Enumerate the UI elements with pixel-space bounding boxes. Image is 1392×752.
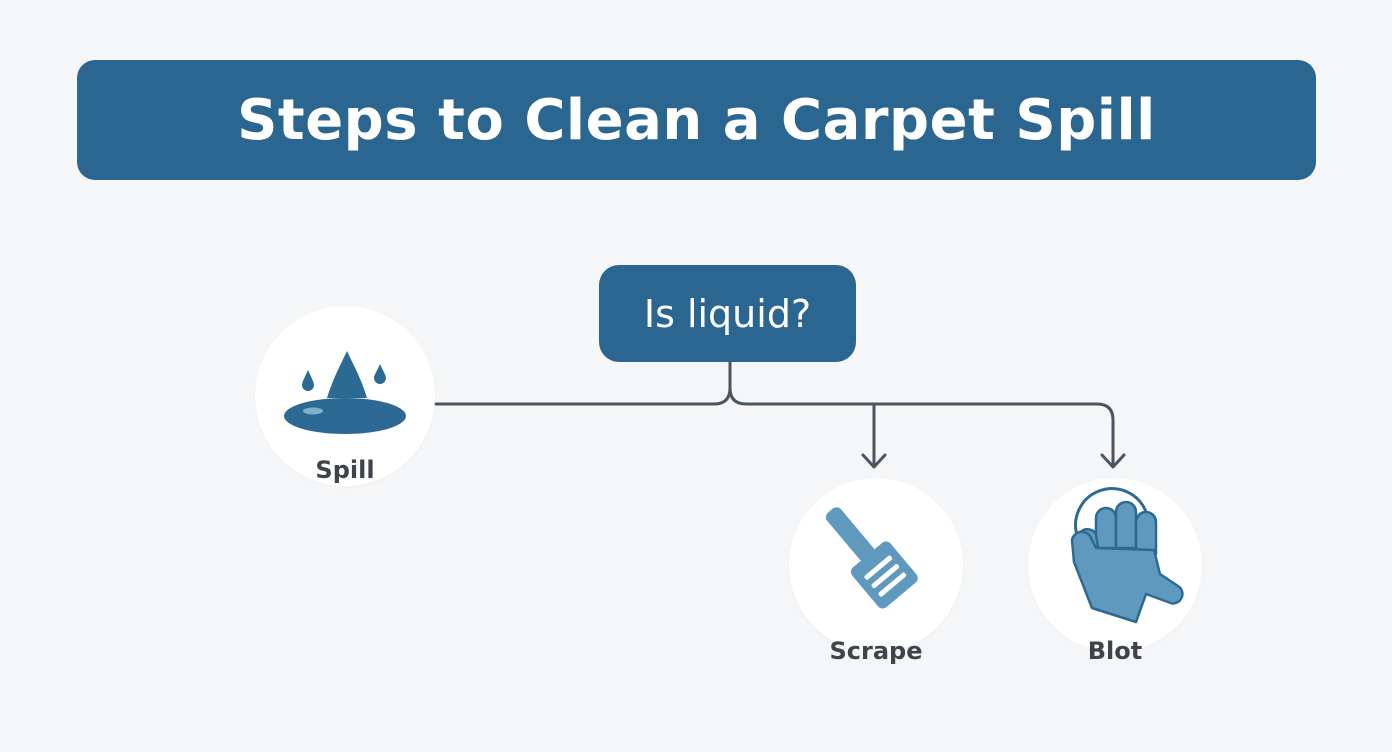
diagram-title: Steps to Clean a Carpet Spill — [237, 87, 1156, 153]
spill-label: Spill — [315, 456, 375, 484]
decision-node: Is liquid? — [599, 265, 856, 362]
blot-label: Blot — [1087, 637, 1143, 665]
decision-label: Is liquid? — [643, 291, 812, 336]
hand-cloth-icon — [1070, 487, 1184, 624]
arrowhead-blot — [1100, 453, 1126, 469]
blot-node: Blot — [1028, 478, 1202, 665]
scrape-node: Scrape — [789, 478, 963, 665]
spill-node: Spill — [255, 306, 435, 486]
connector-to-spill — [434, 360, 732, 406]
spatula-icon — [825, 507, 918, 609]
title-banner: Steps to Clean a Carpet Spill — [77, 60, 1316, 180]
connector-to-blot — [728, 386, 1115, 468]
spill-drops-icon — [284, 351, 406, 434]
scrape-label: Scrape — [829, 637, 923, 665]
arrowhead-scrape — [861, 453, 887, 469]
